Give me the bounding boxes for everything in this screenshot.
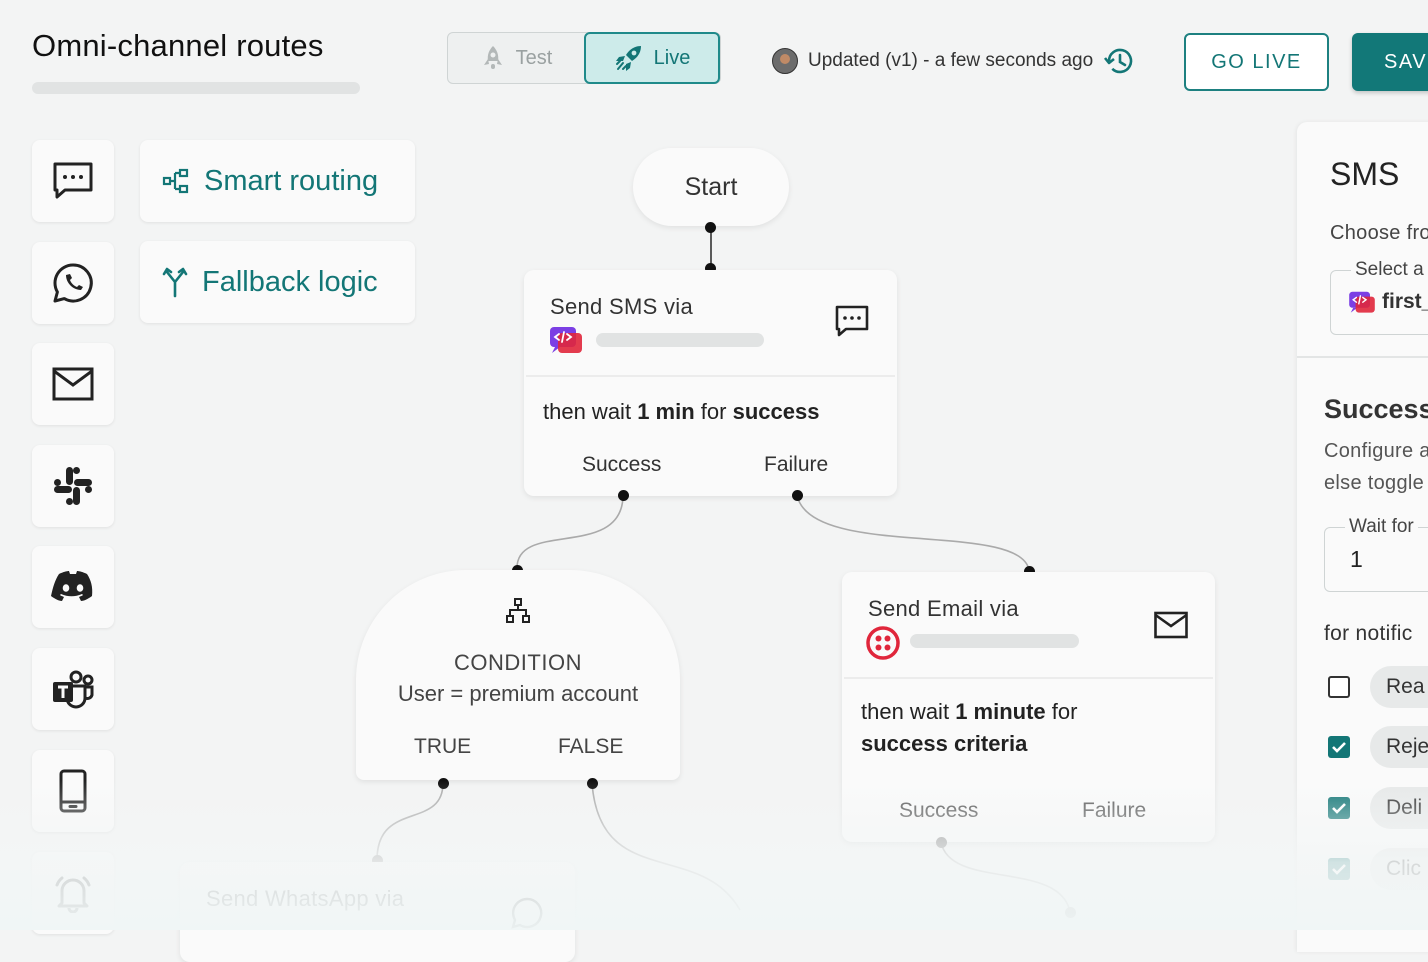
version-status: Updated (v1) - a few seconds ago (772, 46, 1135, 76)
title-placeholder-bar (32, 82, 360, 94)
condition-false-label: FALSE (558, 735, 624, 758)
live-mode-label: Live (653, 46, 691, 69)
email-icon (51, 366, 95, 402)
sms-wait-text: then wait 1 min for success (543, 399, 820, 424)
sms-icon (51, 160, 95, 202)
email-failure-outlet-label: Failure (1082, 799, 1147, 822)
wait-for-legend: Wait for (1345, 516, 1418, 538)
vendor-logo-icon (1348, 291, 1376, 315)
channel-sms-button[interactable] (32, 140, 114, 222)
email-success-outlet-label: Success (899, 799, 979, 822)
status-checkbox-read[interactable] (1328, 676, 1350, 698)
routing-icon (162, 168, 190, 194)
panel-divider (1297, 356, 1428, 358)
condition-tree-icon (506, 598, 530, 624)
sms-failure-handle[interactable] (792, 490, 803, 501)
condition-expression: User = premium account (397, 681, 639, 706)
status-chip-rejected: Reje (1370, 726, 1428, 768)
vendor-select-legend: Select a (1351, 259, 1428, 281)
channel-whatsapp-button[interactable] (32, 242, 114, 324)
test-mode-label: Test (515, 46, 553, 69)
start-node[interactable]: Start (633, 148, 789, 226)
condition-node[interactable]: CONDITION User = premium account TRUE FA… (356, 570, 680, 780)
channel-email-button[interactable] (32, 343, 114, 425)
sms-config-panel: SMS Choose fro Select a first_ Success C… (1297, 122, 1428, 952)
node-divider (526, 375, 895, 377)
sms-node-title: Send SMS via (550, 294, 694, 319)
updated-text: Updated (v1) - a few seconds ago (808, 50, 1094, 71)
sms-step-node[interactable]: Send SMS via then wait 1 min for success… (524, 270, 897, 496)
live-mode-button[interactable]: Live (584, 32, 720, 84)
save-button[interactable]: SAVE (1352, 33, 1428, 91)
rocket-launch-icon (614, 43, 644, 73)
panel-choose-text: Choose fro (1330, 222, 1428, 244)
twilio-logo-icon (866, 626, 900, 660)
whatsapp-node-title: Send WhatsApp via (206, 886, 405, 911)
node-divider (844, 677, 1213, 679)
sms-success-handle[interactable] (618, 490, 629, 501)
test-mode-button[interactable]: Test (448, 33, 584, 83)
channel-teams-button[interactable] (32, 648, 114, 730)
email-success-handle[interactable] (936, 837, 947, 848)
next-node-inlet-handle[interactable] (1065, 907, 1076, 918)
fallback-logic-card[interactable]: Fallback logic (140, 241, 415, 323)
fallback-icon (162, 266, 188, 298)
vendor-select-value: first_ (1382, 290, 1428, 313)
channel-slack-button[interactable] (32, 445, 114, 527)
status-checkbox-rejected[interactable] (1328, 736, 1350, 758)
configure-text-continued: else toggle (1324, 472, 1425, 494)
condition-true-handle[interactable] (438, 778, 449, 789)
vendor-name-placeholder (910, 634, 1079, 648)
vendor-logo-icon (549, 326, 583, 356)
whatsapp-icon (51, 261, 95, 305)
condition-false-handle[interactable] (587, 778, 598, 789)
sms-success-outlet-label: Success (582, 453, 662, 476)
vendor-name-placeholder (596, 333, 764, 347)
teams-icon (51, 669, 95, 709)
success-heading: Success (1324, 394, 1428, 424)
sms-failure-outlet-label: Failure (764, 453, 829, 476)
notification-text: for notific (1324, 622, 1413, 645)
whatsapp-icon (510, 896, 544, 930)
smart-routing-card[interactable]: Smart routing (140, 140, 415, 222)
email-inlet-handle[interactable] (1024, 566, 1035, 577)
sms-inlet-handle[interactable] (705, 263, 716, 274)
condition-title: CONDITION (454, 650, 582, 675)
smart-routing-label: Smart routing (204, 164, 379, 197)
status-chip-delivered: Deli (1370, 787, 1428, 829)
status-checkbox-delivered[interactable] (1328, 797, 1350, 819)
condition-true-label: TRUE (414, 735, 472, 758)
status-chip-clicked: Clic (1370, 848, 1428, 890)
slack-icon (52, 465, 94, 507)
status-checkbox-clicked[interactable] (1328, 858, 1350, 880)
fallback-logic-label: Fallback logic (202, 265, 378, 298)
whatsapp-step-node[interactable]: Send WhatsApp via (180, 862, 575, 962)
start-outlet-handle[interactable] (705, 222, 716, 233)
configure-text: Configure a (1324, 440, 1428, 462)
sms-icon (834, 304, 870, 338)
channel-discord-button[interactable] (32, 546, 114, 628)
discord-icon (51, 570, 95, 604)
page-title: Omni-channel routes (32, 28, 324, 63)
email-node-title: Send Email via (868, 596, 1019, 621)
email-icon (1153, 610, 1189, 640)
rocket-icon (480, 44, 506, 72)
avatar (772, 48, 798, 74)
go-live-button[interactable]: GO LIVE (1184, 33, 1329, 91)
wait-for-value: 1 (1350, 546, 1363, 572)
panel-title: SMS (1330, 156, 1400, 192)
status-chip-read: Rea (1370, 666, 1428, 708)
history-icon[interactable] (1103, 46, 1135, 76)
mode-toggle[interactable]: Test Live (447, 32, 721, 84)
